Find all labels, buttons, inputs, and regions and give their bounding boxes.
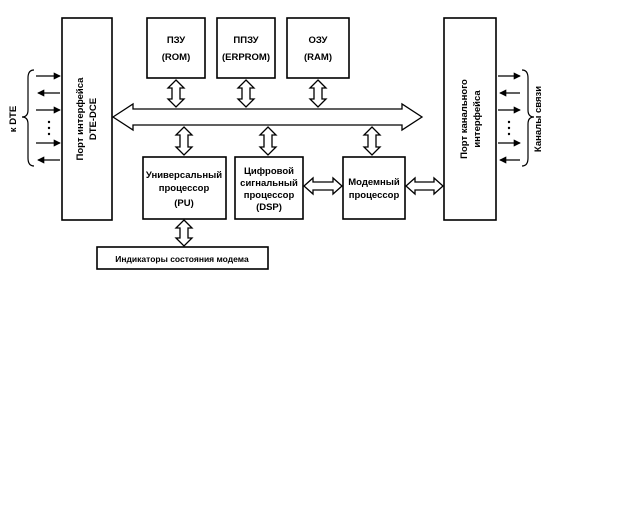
indicators-block — [96, 246, 269, 270]
channels-label: Каналы связи — [533, 86, 544, 152]
channel-port-sublabel: интерфейса — [472, 90, 483, 148]
pu-indicators-arrow — [174, 219, 194, 247]
ram-label: ОЗУ — [309, 35, 328, 46]
indicators-label: Индикаторы состояния модема — [115, 254, 249, 264]
channel-brace — [521, 69, 535, 167]
ram-block — [286, 17, 350, 79]
dsp-block — [234, 156, 304, 220]
eprom-label: ППЗУ — [233, 35, 258, 46]
modem-label: Модемный — [348, 177, 400, 188]
rom-bus-arrow — [166, 79, 186, 108]
ram-sublabel: (RAM) — [304, 52, 332, 63]
modem-processor-block — [342, 156, 406, 220]
dsp-modem-arrow — [303, 176, 343, 196]
eprom-block — [216, 17, 276, 79]
system-bus-arrow — [111, 102, 424, 132]
dte-dce-port-block — [61, 17, 113, 221]
dte-port-sublabel: DTE-DCE — [88, 98, 99, 140]
rom-label: ПЗУ — [167, 35, 185, 46]
dte-port-label: Порт интерфейса — [75, 77, 86, 161]
dsp-abbr: (DSP) — [256, 202, 282, 213]
dte-brace — [21, 69, 35, 167]
dsp-label-3: процессор — [244, 190, 295, 201]
modem-bus-arrow — [362, 126, 382, 156]
pu-sublabel: процессор — [159, 183, 210, 194]
dte-ellipsis-dots — [47, 120, 51, 136]
eprom-bus-arrow — [236, 79, 256, 108]
pu-block — [142, 156, 227, 220]
dsp-label: Цифровой — [244, 166, 294, 177]
dte-signal-lines — [36, 72, 61, 164]
rom-block — [146, 17, 206, 79]
ram-bus-arrow — [308, 79, 328, 108]
channel-port-block — [443, 17, 497, 221]
pu-abbr: (PU) — [174, 198, 194, 209]
channel-ellipsis-dots — [507, 120, 511, 136]
to-dte-label: к DTE — [8, 106, 19, 132]
dsp-bus-arrow — [258, 126, 278, 156]
dsp-label-2: сигнальный — [240, 178, 298, 189]
rom-sublabel: (ROM) — [162, 52, 191, 63]
pu-bus-arrow — [174, 126, 194, 156]
eprom-sublabel: (ERPROM) — [222, 52, 270, 63]
pu-label: Универсальный — [146, 170, 222, 181]
channel-signal-lines — [498, 72, 521, 164]
modem-channel-arrow — [405, 176, 444, 196]
modem-sublabel: процессор — [349, 190, 400, 201]
channel-port-label: Порт канального — [459, 79, 470, 159]
